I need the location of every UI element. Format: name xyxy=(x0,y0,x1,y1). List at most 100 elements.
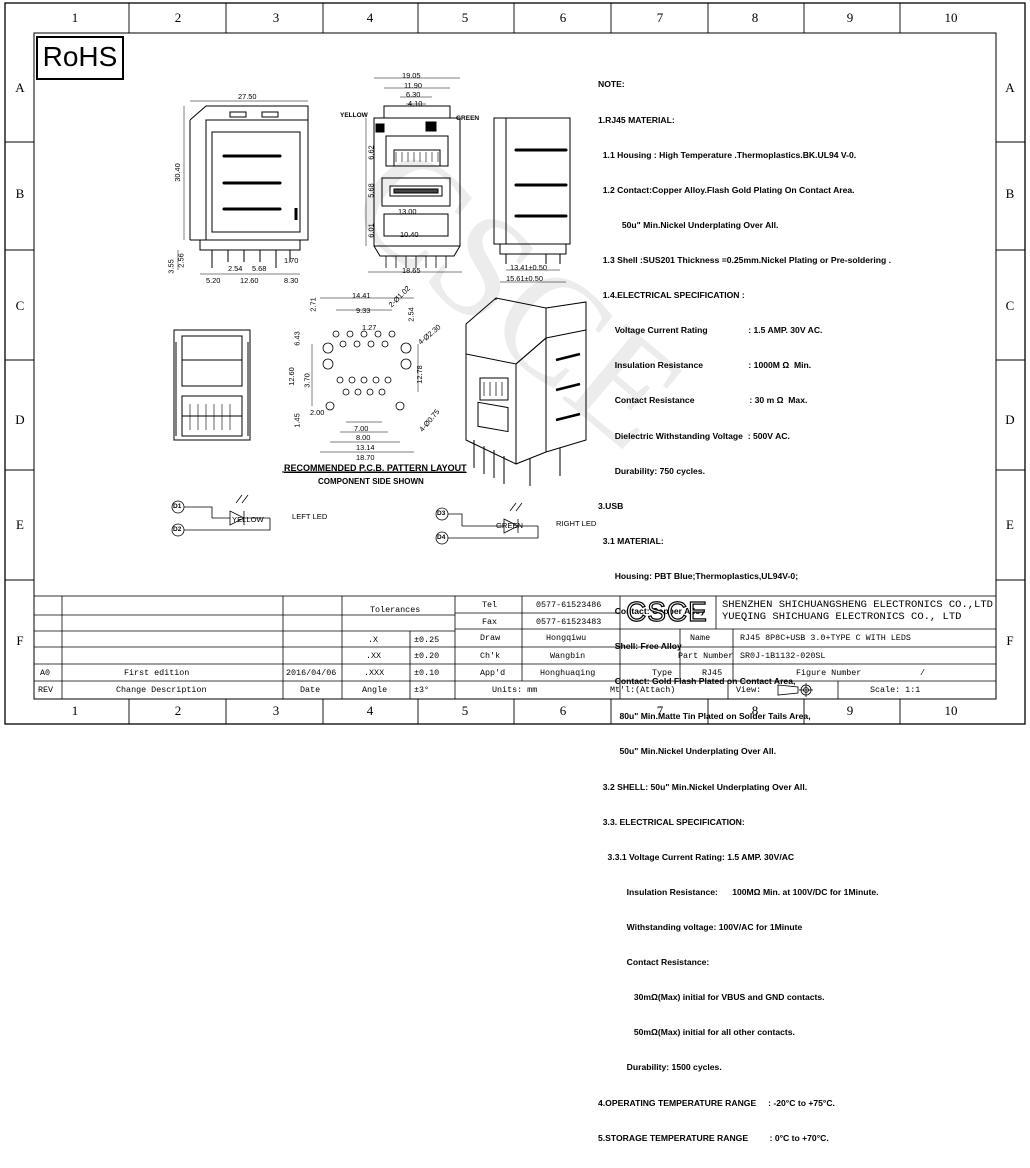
zone-top-10: 10 xyxy=(944,10,958,25)
zone-right-c: C xyxy=(1005,298,1015,313)
d2-label: D2 xyxy=(173,526,182,533)
zone-left-d: D xyxy=(15,412,25,427)
dim-pin: 5.68 xyxy=(252,264,267,273)
note-line: 1.2 Contact:Copper Alloy.Flash Gold Plat… xyxy=(598,184,855,195)
pcb-subtitle: COMPONENT SIDE SHOWN xyxy=(318,477,424,486)
fax-value: 0577-61523483 xyxy=(536,617,602,627)
dim-pcb-top: 1.27 xyxy=(362,323,377,332)
appd-value: Honghuaqing xyxy=(540,668,596,678)
dim-front-height: 30.40 xyxy=(172,163,182,182)
dim-side-width: 11.90 xyxy=(404,81,422,90)
note-line: 4.OPERATING TEMPERATURE RANGE : -20°C to… xyxy=(598,1097,835,1108)
note-line: 1.4.ELECTRICAL SPECIFICATION : xyxy=(598,290,745,301)
tol-xxx-val: ±0.10 xyxy=(414,668,440,678)
dim-pcb-left: 6.43 xyxy=(292,331,302,346)
name-value: RJ45 8P8C+USB 3.0+TYPE C WITH LEDS xyxy=(740,633,911,643)
dim-pcb-left: 3.70 xyxy=(302,373,312,388)
dim-side-height: 6.62 xyxy=(366,145,376,160)
zone-bottom-7: 7 xyxy=(656,703,664,718)
note-line: Contact: Gold Flash Plated on Contact Ar… xyxy=(598,676,796,687)
note-line: 1.1 Housing : High Temperature .Thermopl… xyxy=(598,149,857,160)
drawing-sheet: CSCE 1 2 3 4 5 6 7 8 9 10 1 2 3 4 5 6 7 … xyxy=(4,2,1026,1143)
note-line: Voltage Current Rating : 1.5 AMP. 30V AC… xyxy=(598,325,823,336)
rohs-mark: RoHS xyxy=(36,36,124,80)
dim-side-height: 5.68 xyxy=(366,183,376,198)
note-line: 1.RJ45 MATERIAL: xyxy=(598,114,675,125)
dim-pin: 12.60 xyxy=(240,276,259,285)
right-led-label: RIGHT LED xyxy=(556,519,597,528)
dim-side-height: 6.01 xyxy=(366,223,376,238)
change-description-header: Change Description xyxy=(116,685,207,695)
zone-left-e: E xyxy=(16,517,24,532)
tol-xx: .XX xyxy=(366,651,382,661)
tol-x-val: ±0.25 xyxy=(414,635,440,645)
dim-pin: 1.70 xyxy=(284,256,299,265)
dim-pin: 5.20 xyxy=(206,276,221,285)
note-line: 80u" Min.Matte Tin Plated on Solder Tail… xyxy=(598,711,811,722)
note-line: 1.3 Shell :SUS201 Thickness =0.25mm.Nick… xyxy=(598,254,892,265)
tol-x: .X xyxy=(368,635,379,645)
drawing-frame xyxy=(4,2,1026,725)
chk-label: Ch'k xyxy=(480,651,501,661)
dim-pin: 8.30 xyxy=(284,276,299,285)
tel-label: Tel xyxy=(482,600,498,610)
note-line: 50mΩ(Max) initial for all other contacts… xyxy=(598,1027,795,1038)
rev-date: 2016/04/06 xyxy=(286,668,337,678)
dim-pin: 2.54 xyxy=(228,264,243,273)
dim-front-width: 27.50 xyxy=(238,92,257,101)
dim-right-bottom: 13.41±0.50 xyxy=(510,263,547,272)
mtl-label: Mt'l:(Attach) xyxy=(610,685,676,695)
dim-side-width: 19.05 xyxy=(402,71,421,80)
led-yellow-label: YELLOW xyxy=(232,515,264,524)
note-line: Contact Resistance : 30 m Ω Max. xyxy=(598,395,808,406)
zone-bottom-3: 3 xyxy=(272,703,280,718)
zone-bottom-8: 8 xyxy=(751,703,759,718)
tolerances-label: Tolerances xyxy=(370,605,421,615)
pcb-title: RECOMMENDED P.C.B. PATTERN LAYOUT xyxy=(284,463,467,473)
left-led-label: LEFT LED xyxy=(292,512,328,521)
dim-pcb-bottom: 7.00 xyxy=(354,424,369,433)
zone-left-f: F xyxy=(16,633,24,648)
date-header: Date xyxy=(300,685,321,695)
zone-bottom-1: 1 xyxy=(71,703,79,718)
name-label: Name xyxy=(690,633,711,643)
part-label: Part Number xyxy=(678,651,734,661)
zone-top-7: 7 xyxy=(656,10,664,25)
figure-value: / xyxy=(920,668,926,678)
chk-value: Wangbin xyxy=(550,651,586,661)
type-value: RJ45 xyxy=(702,668,723,678)
zone-right-b: B xyxy=(1005,186,1015,201)
note-line: NOTE: xyxy=(598,79,625,90)
d4-label: D4 xyxy=(437,534,446,541)
type-label: Type xyxy=(652,668,673,678)
dim-usb-width: 13.00 xyxy=(398,207,417,216)
dim-pin: 2.56 xyxy=(176,253,186,268)
zone-left-c: C xyxy=(15,298,25,313)
tol-xxx: .XXX xyxy=(364,668,385,678)
note-line: Withstanding voltage: 100V/AC for 1Minut… xyxy=(598,922,803,933)
dim-side-width: 4.10 xyxy=(408,99,423,108)
zone-bottom-4: 4 xyxy=(366,703,374,718)
note-line: 3.3.1 Voltage Current Rating: 1.5 AMP. 3… xyxy=(598,851,795,862)
zone-right-a: A xyxy=(1005,80,1015,95)
note-line: Contact Resistance: xyxy=(598,957,710,968)
note-line: Shell: Free Alloy xyxy=(598,641,682,652)
dim-pcb-top: 2.71 xyxy=(308,297,318,312)
dim-usb-width: 10.40 xyxy=(400,230,419,239)
note-line: Contact: Copper Alloy xyxy=(598,606,706,617)
zone-right-f: F xyxy=(1006,633,1014,648)
zone-bottom-2: 2 xyxy=(174,703,182,718)
units-label: Units: mm xyxy=(492,685,538,695)
tel-value: 0577-61523486 xyxy=(536,600,602,610)
tol-angle: Angle xyxy=(362,685,388,695)
scale-label: Scale: 1:1 xyxy=(870,685,921,695)
view-label: View: xyxy=(736,685,762,695)
zone-bottom-6: 6 xyxy=(559,703,567,718)
tol-angle-val: ±3° xyxy=(414,685,430,695)
note-line: 50u" Min.Nickel Underplating Over All. xyxy=(598,219,779,230)
dim-side-bottom: 18.65 xyxy=(402,266,421,275)
rev-description: First edition xyxy=(124,668,190,678)
zone-top-8: 8 xyxy=(751,10,759,25)
dim-pcb-left: 2.00 xyxy=(310,408,325,417)
rev-header: REV xyxy=(38,685,54,695)
